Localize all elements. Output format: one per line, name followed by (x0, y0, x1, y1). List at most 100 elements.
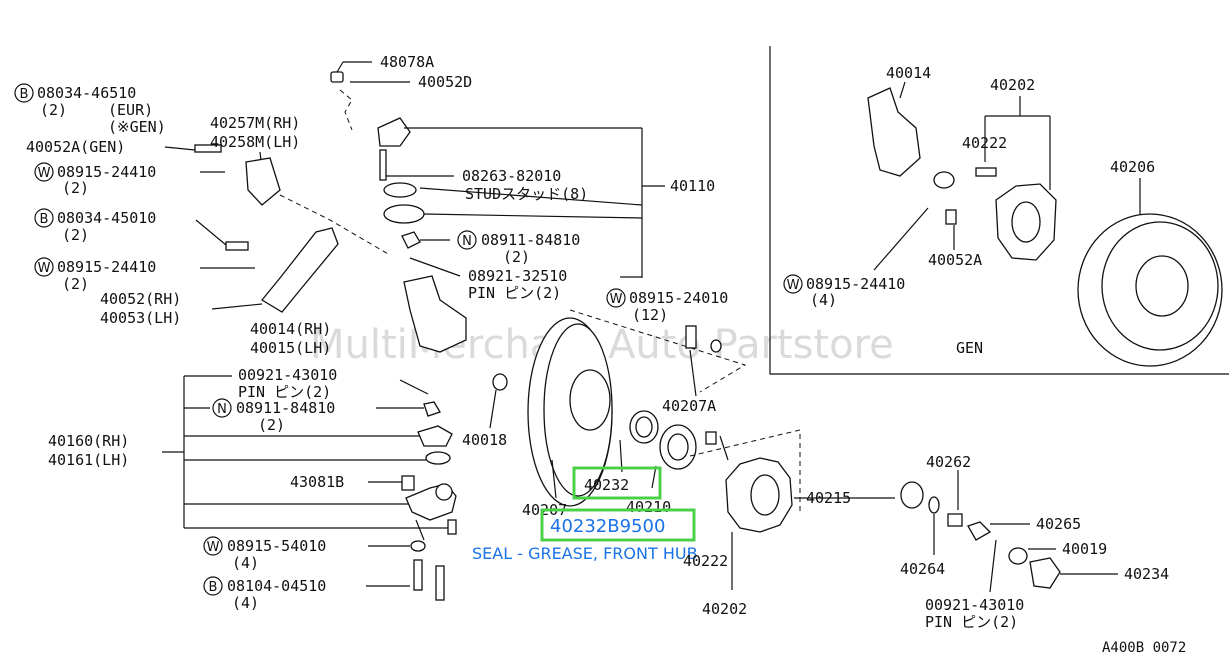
washer-symbol-letter: W (38, 261, 51, 276)
label-40053-lh: 40053(LH) (100, 309, 181, 327)
washer-part (410, 540, 426, 552)
label-40234: 40234 (1124, 565, 1169, 583)
label-eur: (EUR) (108, 101, 153, 119)
label-40015-lh: 40015(LH) (250, 339, 331, 357)
nut-symbol-letter: N (217, 402, 227, 417)
ring-part (425, 451, 451, 465)
label-40215: 40215 (806, 489, 851, 507)
washer-symbol (203, 536, 223, 556)
label-08921-32510: 08921-32510 (468, 267, 567, 285)
label-qty: (4) (232, 594, 259, 612)
label-40018: 40018 (462, 431, 507, 449)
bracket-40257M (245, 157, 281, 206)
label-40232: 40232 (584, 476, 629, 494)
label-40160: 40160(RH) (48, 432, 129, 450)
oem-part-number[interactable]: 40232B9500 (550, 516, 665, 537)
ring-part (383, 182, 417, 198)
label-40052-rh: 40052(RH) (100, 290, 181, 308)
nut-symbol (457, 230, 477, 250)
label-inset-40202: 40202 (990, 76, 1035, 94)
label-08911-84810-b: 08911-84810 (236, 399, 335, 417)
inset-knuckle (867, 87, 921, 177)
label-40258M: 40258M(LH) (210, 133, 300, 151)
grease-nipple (401, 475, 415, 491)
label-40264: 40264 (900, 560, 945, 578)
label-pin-a: PIN ピン(2) (468, 284, 561, 302)
label-43081B: 43081B (290, 473, 344, 491)
label-qty: (12) (632, 306, 668, 324)
boot-part (417, 425, 453, 447)
label-40014-rh: 40014(RH) (250, 320, 331, 338)
label-40052A-gen: 40052A(GEN) (26, 138, 125, 156)
hub-cap (1029, 557, 1061, 589)
bolt-part (685, 325, 697, 349)
knuckle-40014 (403, 275, 467, 353)
label-inset-40222: 40222 (962, 134, 1007, 152)
label-inset-40052A: 40052A (928, 251, 982, 269)
label-inset-40206: 40206 (1110, 158, 1155, 176)
label-qty: (2) (503, 248, 530, 266)
label-08104-04510: 08104-04510 (227, 577, 326, 595)
gen-inset-frame (769, 46, 1229, 375)
label-00921-43010-a: 00921-43010 (238, 366, 337, 384)
inset-spindle (933, 171, 955, 189)
label-40222-a: 40222 (683, 552, 728, 570)
diagram-code: A400B 0072 (1102, 640, 1186, 656)
wheel-bearing-inner (667, 433, 689, 461)
washer-symbol (34, 162, 54, 182)
nut-part (947, 513, 963, 527)
nut-symbol (212, 398, 232, 418)
brake-drum-center (1135, 255, 1189, 317)
washer-symbol-letter: W (207, 540, 220, 555)
label-08915-24410-b: 08915-24410 (57, 258, 156, 276)
inset-bolt (945, 209, 957, 225)
label-40052D: 40052D (418, 73, 472, 91)
ball-joint-head (435, 483, 453, 501)
label-inset-08915-24410: 08915-24410 (806, 275, 905, 293)
label-40019: 40019 (1062, 540, 1107, 558)
bolt-part (447, 519, 457, 535)
washer-symbol (606, 288, 626, 308)
stud-part (705, 431, 717, 445)
brake-disc-hub (569, 369, 611, 431)
label-pin-b: PIN ピン(2) (238, 383, 331, 401)
washer-part (710, 339, 722, 353)
cap-48078A (330, 71, 344, 83)
bolt-part (225, 241, 249, 251)
outer-bearing (900, 481, 924, 509)
inset-hub-center (1011, 201, 1041, 243)
label-08263-82010: 08263-82010 (462, 167, 561, 185)
bolt-part (435, 565, 445, 601)
bolt-symbol-letter: B (209, 580, 218, 595)
label-48078A: 48078A (380, 53, 434, 71)
ring-part (383, 204, 425, 224)
nut-part (423, 401, 441, 417)
label-qty: (4) (810, 291, 837, 309)
label-08911-84810-a: 08911-84810 (481, 231, 580, 249)
label-40262: 40262 (926, 453, 971, 471)
washer-symbol (783, 274, 803, 294)
label-08915-54010: 08915-54010 (227, 537, 326, 555)
bolt-symbol-letter: B (20, 87, 29, 102)
highlight-box-40232 (572, 466, 662, 500)
label-40161: 40161(LH) (48, 451, 129, 469)
label-gen-star: (※GEN) (108, 118, 166, 136)
label-qty: (2) (258, 416, 285, 434)
stud-part (379, 149, 387, 181)
washer-symbol-letter: W (38, 166, 51, 181)
washer-symbol-letter: W (610, 292, 623, 307)
part-description: SEAL - GREASE, FRONT HUB (472, 544, 698, 563)
inset-stud (975, 167, 997, 177)
label-qty: (4) (232, 554, 259, 572)
nut-part (401, 231, 421, 249)
label-08034-45010: 08034-45010 (57, 209, 156, 227)
label-08915-24010: 08915-24010 (629, 289, 728, 307)
highlight-box-oem[interactable] (540, 508, 696, 542)
label-inset-40014: 40014 (886, 64, 931, 82)
label-00921-43010-b: 00921-43010 (925, 596, 1024, 614)
steering-arm (261, 227, 339, 313)
cap-part (967, 521, 992, 541)
knuckle-top (377, 117, 411, 147)
washer-part (492, 373, 508, 391)
